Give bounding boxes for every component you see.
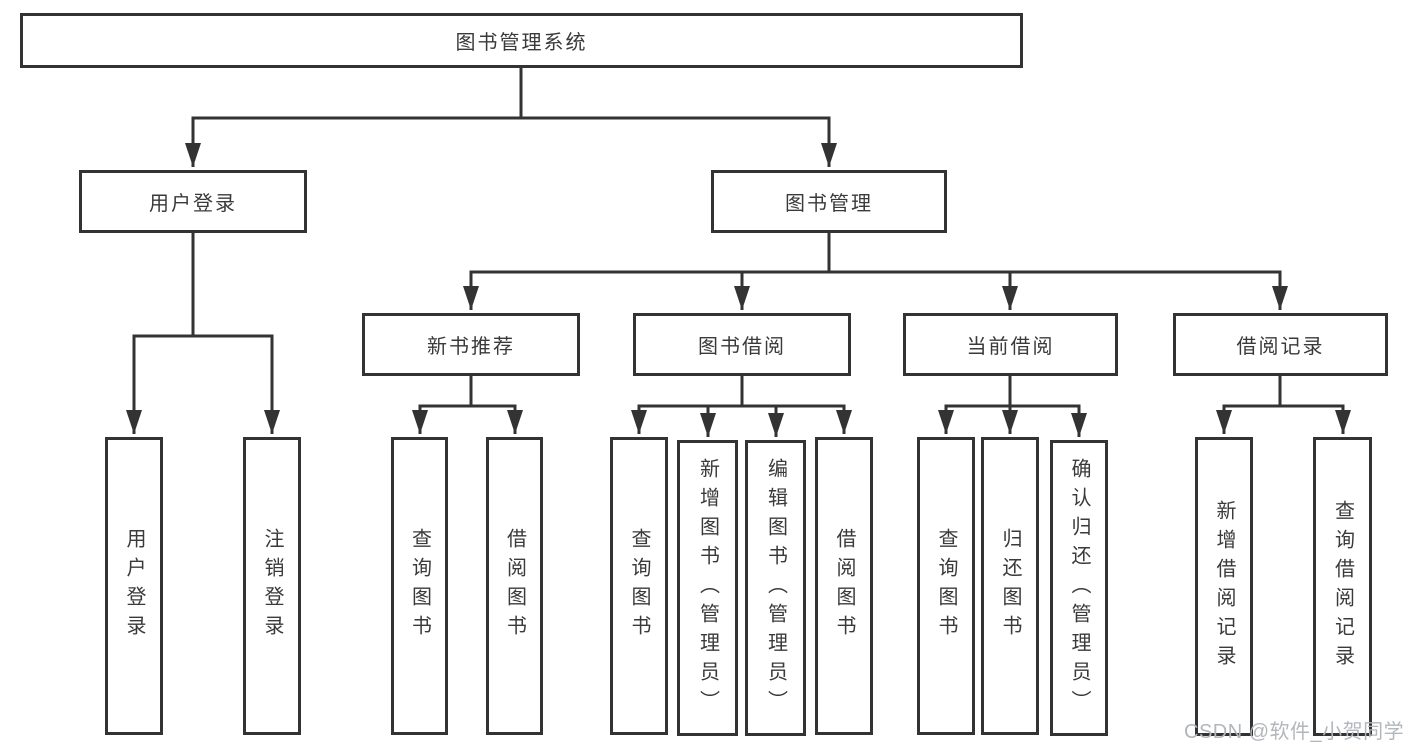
node-current-borrow-label: 当前借阅: [966, 336, 1055, 358]
node-new-book-recommend: 新书推荐: [362, 313, 580, 376]
node-user-login-label: 用户登录: [149, 193, 237, 215]
node-book-management: 图书管理: [711, 170, 947, 233]
csdn-watermark: CSDN @软件_小贺同学: [1184, 721, 1405, 743]
leaf-bb-borrow-book-label: 借阅图书: [833, 528, 855, 644]
node-borrow-records-label: 借阅记录: [1236, 336, 1325, 358]
leaf-bb-edit-book-admin-label: 编辑图书（管理员）: [764, 457, 787, 719]
node-current-borrow: 当前借阅: [903, 313, 1118, 376]
leaf-br-query-record: 查询借阅记录: [1313, 437, 1372, 736]
leaf-cb-return-book: 归还图书: [981, 437, 1039, 735]
leaf-br-query-record-label: 查询借阅记录: [1331, 499, 1354, 674]
branch-borrow-records: [1222, 374, 1345, 408]
leaf-bb-edit-book-admin: 编辑图书（管理员）: [745, 440, 806, 736]
leaf-nb-query-book-label: 查询图书: [408, 528, 431, 644]
leaf-br-add-record: 新增借阅记录: [1195, 437, 1253, 736]
leaf-logout: 注销登录: [243, 437, 301, 735]
leaf-cb-return-book-label: 归还图书: [999, 528, 1021, 644]
leaf-nb-borrow-book-label: 借阅图书: [503, 528, 526, 644]
node-root-label: 图书管理系统: [455, 32, 588, 54]
leaf-user-login-label: 用户登录: [123, 528, 145, 644]
leaf-bb-add-book-admin-label: 新增图书（管理员）: [696, 457, 719, 719]
node-book-borrow-label: 图书借阅: [698, 336, 786, 358]
leaf-bb-borrow-book: 借阅图书: [815, 437, 873, 735]
leaf-cb-query-book-label: 查询图书: [935, 528, 957, 644]
node-root: 图书管理系统: [20, 13, 1023, 68]
leaf-cb-query-book: 查询图书: [917, 437, 975, 735]
branch-book-management: [469, 231, 1282, 274]
branch-book-borrow: [637, 374, 846, 408]
leaf-nb-borrow-book: 借阅图书: [486, 437, 543, 735]
leaf-cb-confirm-return-admin: 确认归还（管理员）: [1050, 440, 1108, 736]
leaf-logout-label: 注销登录: [261, 528, 283, 644]
node-borrow-records: 借阅记录: [1173, 313, 1388, 376]
leaf-bb-add-book-admin: 新增图书（管理员）: [677, 440, 738, 736]
leaf-cb-confirm-return-admin-label: 确认归还（管理员）: [1068, 457, 1090, 719]
leaf-bb-query-book-label: 查询图书: [628, 528, 650, 644]
leaf-br-add-record-label: 新增借阅记录: [1213, 499, 1235, 674]
node-new-book-recommend-label: 新书推荐: [427, 336, 515, 358]
branch-root: [191, 66, 831, 120]
branch-new-book: [418, 374, 517, 408]
node-book-management-label: 图书管理: [785, 193, 873, 215]
branch-current-borrow: [944, 374, 1081, 408]
leaf-bb-query-book: 查询图书: [610, 437, 668, 735]
node-user-login: 用户登录: [79, 170, 307, 233]
node-book-borrow: 图书借阅: [633, 313, 851, 376]
leaf-user-login: 用户登录: [105, 437, 163, 735]
leaf-nb-query-book: 查询图书: [391, 437, 448, 735]
branch-user-login: [132, 231, 274, 338]
